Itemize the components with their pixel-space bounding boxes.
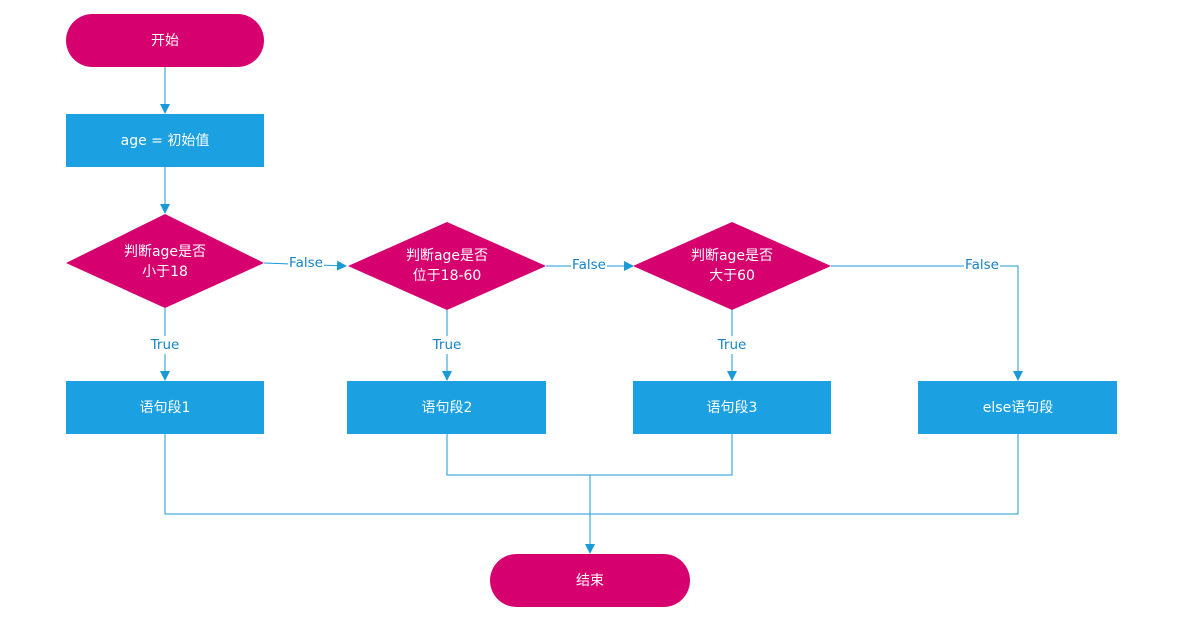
decision1-label-line2: 小于18	[142, 264, 188, 280]
init-process-shape	[66, 114, 264, 167]
edge-label-decision2-false: False	[572, 257, 606, 273]
block3-node: 语句段3	[633, 381, 831, 434]
edges-layer	[160, 67, 1023, 554]
edge-label-decision1-true: True	[150, 337, 180, 353]
decision3-label-line1: 判断age是否	[691, 248, 773, 264]
decision1-diamond	[66, 214, 264, 308]
else-block-node: else语句段	[918, 381, 1117, 434]
block2-label: 语句段2	[422, 400, 473, 416]
decision1-label-line1: 判断age是否	[124, 244, 206, 260]
end-terminal-shape	[490, 554, 690, 607]
start-node: 开始	[66, 14, 264, 67]
init-label: age = 初始值	[121, 132, 210, 149]
edge-label-decision3-true: True	[717, 337, 747, 353]
block1-node: 语句段1	[66, 381, 264, 434]
edge-labels-layer: True False True False True False	[147, 255, 1000, 354]
decision3-label-line2: 大于60	[709, 268, 755, 284]
decision2-label-line1: 判断age是否	[406, 248, 488, 264]
edge-block1-to-merge	[164, 434, 1019, 515]
else-block-label: else语句段	[983, 400, 1053, 416]
block2-node: 语句段2	[347, 381, 546, 434]
start-label: 开始	[151, 33, 179, 49]
end-label: 结束	[576, 573, 604, 589]
start-terminal-shape	[66, 14, 264, 67]
edge-label-decision3-false: False	[965, 257, 999, 273]
block3-process-shape	[633, 381, 831, 434]
decision1-node: 判断age是否 小于18	[66, 214, 264, 308]
edge-label-decision1-false: False	[289, 255, 323, 271]
end-node: 结束	[490, 554, 690, 607]
decision2-node: 判断age是否 位于18-60	[348, 222, 546, 310]
edge-decision3-false	[831, 265, 1023, 381]
block3-label: 语句段3	[707, 400, 758, 416]
edge-block2-to-merge	[446, 434, 733, 476]
else-block-process-shape	[918, 381, 1117, 434]
decision3-diamond	[633, 222, 831, 310]
block2-process-shape	[347, 381, 546, 434]
decision2-diamond	[348, 222, 546, 310]
nodes-layer: 开始 age = 初始值 判断age是否 小于18 判断age是否 位于18-6…	[66, 14, 1117, 607]
decision2-label-line2: 位于18-60	[413, 268, 482, 284]
block1-process-shape	[66, 381, 264, 434]
decision3-node: 判断age是否 大于60	[633, 222, 831, 310]
edge-label-decision2-true: True	[432, 337, 462, 353]
block1-label: 语句段1	[140, 400, 191, 416]
init-node: age = 初始值	[66, 114, 264, 167]
